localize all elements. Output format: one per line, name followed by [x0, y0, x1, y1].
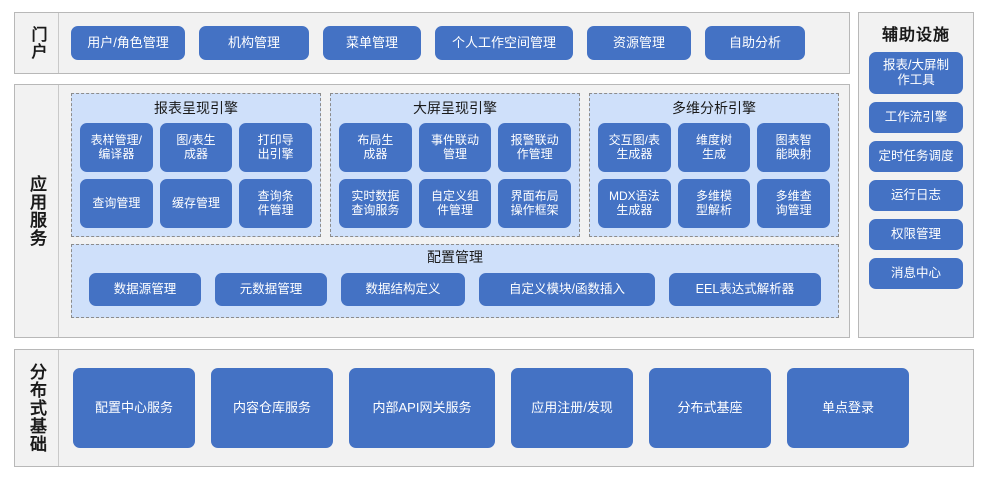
engine-item-chart-table-generator[interactable]: 图/表生 成器	[159, 122, 233, 172]
config-management-items: 数据源管理 元数据管理 数据结构定义 自定义模块/函数插入 EEL表达式解析器	[80, 270, 830, 310]
engine-item-layout-generator[interactable]: 布局生 成器	[339, 122, 412, 172]
base-item-content-repository-service[interactable]: 内容仓库服务	[211, 368, 333, 448]
engine-item-multidim-query-management[interactable]: 多维查 询管理	[757, 178, 830, 228]
app-services-section: 应用服务 报表呈现引擎 表样管理/ 编译器 图/表生 成器 打印导 出引擎 查询…	[14, 84, 850, 338]
app-services-section-body: 报表呈现引擎 表样管理/ 编译器 图/表生 成器 打印导 出引擎 查询管理 缓存…	[59, 85, 849, 337]
engine-item-template-management-compiler[interactable]: 表样管理/ 编译器	[80, 122, 153, 172]
engine-item-multidim-model-parsing[interactable]: 多维模 型解析	[677, 178, 751, 228]
base-item-internal-api-gateway-service[interactable]: 内部API网关服务	[349, 368, 495, 448]
engine-multidim-analysis-title: 多维分析引擎	[672, 100, 756, 116]
engine-bigscreen-rendering-items: 布局生 成器 事件联动 管理 报警联动 作管理 实时数据 查询服务 自定义组 件…	[339, 122, 571, 228]
portal-item-menu-management[interactable]: 菜单管理	[323, 26, 421, 60]
engine-multidim-analysis-items: 交互图/表 生成器 维度树 生成 图表智 能映射 MDX语法 生成器 多维模 型…	[598, 122, 830, 228]
engine-item-interactive-chart-table-generator[interactable]: 交互图/表 生成器	[598, 122, 671, 172]
base-item-app-registry-discovery[interactable]: 应用注册/发现	[511, 368, 633, 448]
engine-item-alarm-linkage-action-management[interactable]: 报警联动 作管理	[498, 122, 571, 172]
engine-row: 报表呈现引擎 表样管理/ 编译器 图/表生 成器 打印导 出引擎 查询管理 缓存…	[71, 93, 839, 237]
aux-item-permission-management[interactable]: 权限管理	[869, 219, 963, 250]
portal-section-label: 门户	[15, 13, 59, 73]
engine-multidim-analysis: 多维分析引擎 交互图/表 生成器 维度树 生成 图表智 能映射 MDX语法 生成…	[589, 93, 839, 237]
base-item-distributed-foundation[interactable]: 分布式基座	[649, 368, 771, 448]
config-management-panel: 配置管理 数据源管理 元数据管理 数据结构定义 自定义模块/函数插入 EEL表达…	[71, 244, 839, 318]
engine-report-rendering-items: 表样管理/ 编译器 图/表生 成器 打印导 出引擎 查询管理 缓存管理 查询条 …	[80, 122, 312, 228]
engine-item-query-management[interactable]: 查询管理	[80, 178, 153, 228]
aux-facilities-items: 报表/大屏制 作工具 工作流引擎 定时任务调度 运行日志 权限管理 消息中心	[859, 52, 973, 289]
portal-section-body: 用户/角色管理 机构管理 菜单管理 个人工作空间管理 资源管理 自助分析	[59, 13, 849, 73]
engine-item-mdx-syntax-generator[interactable]: MDX语法 生成器	[598, 178, 671, 228]
aux-item-report-bigscreen-authoring-tool[interactable]: 报表/大屏制 作工具	[869, 52, 963, 94]
portal-section: 门户 用户/角色管理 机构管理 菜单管理 个人工作空间管理 资源管理 自助分析	[14, 12, 850, 74]
engine-bigscreen-rendering-title: 大屏呈现引擎	[413, 100, 497, 116]
engine-item-print-export-engine[interactable]: 打印导 出引擎	[239, 122, 312, 172]
engine-report-rendering-title: 报表呈现引擎	[154, 100, 238, 116]
aux-facilities-section: 辅助设施 报表/大屏制 作工具 工作流引擎 定时任务调度 运行日志 权限管理 消…	[858, 12, 974, 338]
engine-item-chart-smart-mapping[interactable]: 图表智 能映射	[757, 122, 830, 172]
engine-item-event-linkage-management[interactable]: 事件联动 管理	[418, 122, 492, 172]
portal-item-resource-management[interactable]: 资源管理	[587, 26, 691, 60]
aux-item-workflow-engine[interactable]: 工作流引擎	[869, 102, 963, 133]
engine-item-realtime-data-query-service[interactable]: 实时数据 查询服务	[339, 178, 412, 228]
aux-item-scheduled-task-scheduler[interactable]: 定时任务调度	[869, 141, 963, 172]
aux-facilities-title: 辅助设施	[881, 27, 950, 44]
distributed-base-section-label: 分布式基础	[15, 350, 59, 466]
base-item-config-center-service[interactable]: 配置中心服务	[73, 368, 195, 448]
app-services-section-label: 应用服务	[15, 85, 59, 337]
config-item-metadata-management[interactable]: 元数据管理	[215, 273, 327, 307]
distributed-base-section: 分布式基础 配置中心服务 内容仓库服务 内部API网关服务 应用注册/发现 分布…	[14, 349, 974, 467]
base-item-single-sign-on[interactable]: 单点登录	[787, 368, 909, 448]
portal-item-self-service-analysis[interactable]: 自助分析	[705, 26, 805, 60]
portal-item-organization-management[interactable]: 机构管理	[199, 26, 309, 60]
config-item-data-structure-definition[interactable]: 数据结构定义	[341, 273, 465, 307]
config-item-custom-module-function-insert[interactable]: 自定义模块/函数插入	[479, 273, 655, 307]
engine-item-cache-management[interactable]: 缓存管理	[159, 178, 233, 228]
engine-item-query-condition-management[interactable]: 查询条 件管理	[239, 178, 312, 228]
config-item-datasource-management[interactable]: 数据源管理	[89, 273, 201, 307]
aux-item-runtime-log[interactable]: 运行日志	[869, 180, 963, 211]
config-management-title: 配置管理	[427, 249, 483, 265]
config-item-eel-expression-parser[interactable]: EEL表达式解析器	[669, 273, 821, 307]
portal-item-personal-workspace-management[interactable]: 个人工作空间管理	[435, 26, 573, 60]
engine-item-dimension-tree-generation[interactable]: 维度树 生成	[677, 122, 751, 172]
portal-item-user-role-management[interactable]: 用户/角色管理	[71, 26, 185, 60]
distributed-base-section-body: 配置中心服务 内容仓库服务 内部API网关服务 应用注册/发现 分布式基座 单点…	[59, 350, 973, 466]
engine-bigscreen-rendering: 大屏呈现引擎 布局生 成器 事件联动 管理 报警联动 作管理 实时数据 查询服务…	[330, 93, 580, 237]
engine-report-rendering: 报表呈现引擎 表样管理/ 编译器 图/表生 成器 打印导 出引擎 查询管理 缓存…	[71, 93, 321, 237]
engine-item-custom-component-management[interactable]: 自定义组 件管理	[418, 178, 492, 228]
engine-item-ui-layout-operation-framework[interactable]: 界面布局 操作框架	[498, 178, 571, 228]
aux-item-message-center[interactable]: 消息中心	[869, 258, 963, 289]
